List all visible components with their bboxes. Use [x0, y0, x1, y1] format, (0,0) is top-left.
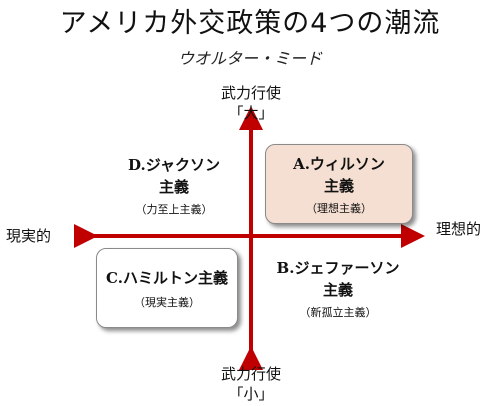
quadrant-b-title: B.ジェファーソン: [276, 259, 400, 277]
quadrant-c-hamiltonian-box: C.ハミルトン主義 （現実主義）: [96, 248, 238, 328]
axis-label-bottom: 武力行使 「小」: [205, 364, 297, 404]
axis-label-bottom-line2: 「小」: [228, 385, 274, 403]
diagram-title: アメリカ外交政策の4つの潮流: [59, 8, 441, 39]
axis-label-left: 現実的: [6, 227, 52, 245]
axis-label-top-line1: 武力行使: [220, 84, 281, 102]
quadrant-d-title-line2: 主義: [158, 178, 189, 196]
quadrant-a-subtitle: （理想主義）: [306, 202, 372, 215]
axis-label-top: 武力行使 「大」: [205, 83, 297, 123]
quadrant-c-subtitle: （現実主義）: [134, 296, 200, 309]
axis-label-top-line2: 「大」: [228, 104, 274, 122]
quadrant-a-wilsonian-box: A.ウィルソン 主義 （理想主義）: [265, 144, 413, 224]
diagram-subtitle-author: ウオルター・ミード: [177, 49, 322, 68]
quadrant-a-title-line2: 主義: [323, 177, 354, 195]
axis-label-bottom-line1: 武力行使: [220, 365, 281, 383]
quadrant-d-title: D.ジャクソン: [128, 156, 220, 174]
quadrant-a-title: A.ウィルソン: [293, 155, 385, 173]
quadrant-b-title-line2: 主義: [322, 281, 353, 299]
axis-label-right: 理想的: [436, 220, 482, 238]
quadrant-d-subtitle: （力至上主義）: [135, 203, 213, 216]
quadrant-b-subtitle: （新孤立主義）: [299, 306, 377, 319]
quadrant-c-title: C.ハミルトン主義: [106, 269, 228, 287]
quadrant-d-jacksonian: D.ジャクソン 主義 （力至上主義）: [108, 154, 240, 218]
quadrant-b-jeffersonian: B.ジェファーソン 主義 （新孤立主義）: [268, 257, 408, 321]
